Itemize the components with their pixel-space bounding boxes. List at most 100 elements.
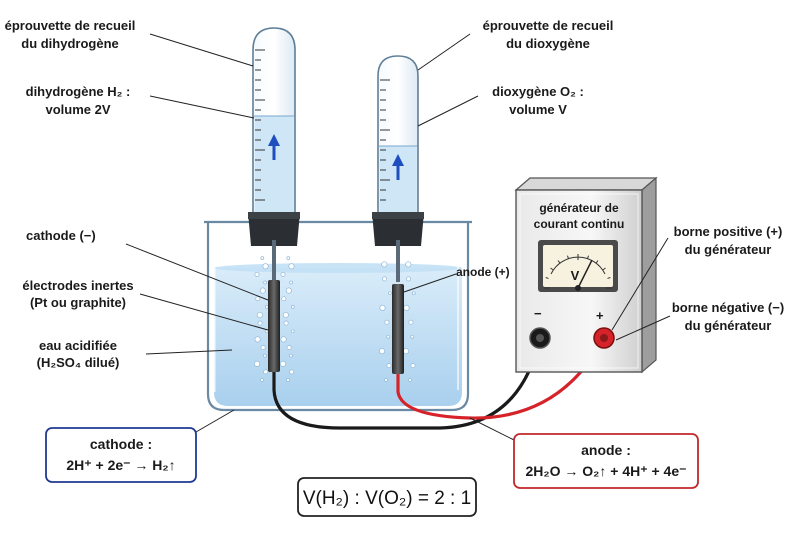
meter-unit-label: V <box>571 268 580 283</box>
gas-bubble <box>260 256 265 260</box>
meter-scale-tick <box>607 277 611 279</box>
voltmeter-dial: V <box>538 240 618 292</box>
anode-electrode <box>392 240 404 374</box>
gas-bubble <box>254 336 261 343</box>
gas-bubble <box>283 320 289 326</box>
beaker-glass <box>206 222 470 412</box>
meter-scale-tick <box>550 267 554 271</box>
gas-bubble <box>254 271 260 277</box>
o2-collection-tube <box>372 55 424 246</box>
gas-bubble <box>382 276 387 282</box>
o2-stopper <box>372 212 424 246</box>
acidified-water <box>214 268 462 406</box>
gas-bubble <box>286 256 291 260</box>
gas-bubble <box>411 291 416 296</box>
gas-bubble <box>289 369 295 375</box>
label-h2-gas: dihydrogène H₂ : <box>26 84 131 99</box>
o2-graduations <box>380 79 390 201</box>
meter-scale-tick <box>595 260 599 264</box>
label-h2-volume: volume 2V <box>45 102 110 117</box>
dc-generator: générateur de courant continu V − + <box>514 176 658 374</box>
gas-bubble <box>408 319 414 325</box>
label-water-line1: eau acidifiée <box>39 338 117 353</box>
h2-stopper <box>248 212 300 246</box>
gas-bubble <box>289 353 293 358</box>
cathode-reaction-box: cathode : 2H⁺ + 2e⁻ → H₂↑ <box>45 409 235 483</box>
gas-bubble <box>286 345 292 350</box>
gas-bubble <box>410 334 415 339</box>
gas-bubble <box>280 336 287 343</box>
gas-bubble <box>279 360 287 367</box>
gas-bubble <box>290 329 295 334</box>
label-h2-tube-line2: du dihydrogène <box>21 36 119 51</box>
label-h2-tube-line1: éprouvette de recueil <box>5 18 136 33</box>
label-o2-gas: dioxygène O₂ : <box>492 84 584 99</box>
gas-bubble <box>280 271 286 277</box>
label-positive-terminal-line2: du générateur <box>685 242 772 257</box>
gas-bubble <box>263 353 267 358</box>
gas-bubble <box>263 280 267 285</box>
red-wire <box>396 337 606 420</box>
meter-scale-tick <box>545 277 549 279</box>
gas-bubble <box>253 360 261 367</box>
label-o2-tube-line2: du dioxygène <box>506 36 590 51</box>
label-o2-tube-line1: éprouvette de recueil <box>483 18 614 33</box>
label-electrodes-line2: (Pt ou graphite) <box>30 295 126 310</box>
gas-bubble <box>379 304 386 311</box>
label-anode: anode (+) <box>456 265 510 279</box>
gas-bubble <box>256 311 263 319</box>
label-water-line2: (H₂SO₄ dilué) <box>37 355 120 370</box>
gas-bubble <box>264 305 269 309</box>
meter-scale-tick <box>587 255 589 259</box>
anode-box-title: anode : <box>581 442 631 458</box>
meter-scale-tick <box>602 267 606 271</box>
generator-title-line2: courant continu <box>534 217 625 231</box>
gas-bubble <box>281 296 287 302</box>
gas-bubble <box>378 348 386 355</box>
gas-bubble <box>381 261 388 268</box>
label-positive-terminal-line1: borne positive (+) <box>674 224 783 239</box>
gas-bubble <box>384 378 388 382</box>
cathode-electrode <box>268 240 280 372</box>
gas-bubble <box>257 320 263 326</box>
label-negative-terminal-line1: borne négative (−) <box>672 300 784 315</box>
label-o2-volume: volume V <box>509 102 567 117</box>
minus-terminal-sign: − <box>534 306 542 321</box>
gas-bubble <box>403 304 410 311</box>
generator-title-line1: générateur de <box>539 201 619 215</box>
gas-bubble <box>286 378 290 382</box>
gas-bubble <box>290 305 295 309</box>
anode-reaction-box: anode : 2H₂O → O₂↑ + 4H⁺ + 4e⁻ <box>469 417 699 489</box>
gas-bubble <box>289 280 293 285</box>
gas-bubble <box>406 276 411 282</box>
cathode-box-equation: 2H⁺ + 2e⁻ → H₂↑ <box>66 457 175 473</box>
gas-bubble <box>259 287 266 294</box>
gas-bubble <box>386 363 392 369</box>
h2-gas-column <box>254 116 294 226</box>
h2-collection-tube <box>248 27 300 246</box>
gas-bubble <box>410 363 416 369</box>
gas-bubble <box>386 334 391 339</box>
gas-bubble <box>260 378 264 382</box>
gas-bubble <box>402 348 410 355</box>
gas-bubble <box>262 263 269 270</box>
label-negative-terminal-line2: du générateur <box>685 318 772 333</box>
gas-bubble <box>255 296 261 302</box>
gas-bubble <box>387 291 392 296</box>
gas-bubble <box>405 261 412 268</box>
gas-bubble <box>282 311 289 319</box>
label-electrodes-line1: électrodes inertes <box>22 278 133 293</box>
anode-box-equation: 2H₂O → O₂↑ + 4H⁺ + 4e⁻ <box>525 463 686 479</box>
cathode-box-title: cathode : <box>90 436 152 452</box>
positive-terminal <box>593 327 615 349</box>
label-cathode: cathode (−) <box>26 228 96 243</box>
meter-needle <box>577 259 593 289</box>
volume-ratio-text: V(H₂) : V(O₂) = 2 : 1 <box>303 488 471 509</box>
gas-bubble <box>263 369 269 375</box>
beaker <box>204 220 472 412</box>
meter-scale-tick <box>567 255 569 259</box>
gas-bubble <box>285 287 292 294</box>
h2-graduations <box>255 49 265 201</box>
